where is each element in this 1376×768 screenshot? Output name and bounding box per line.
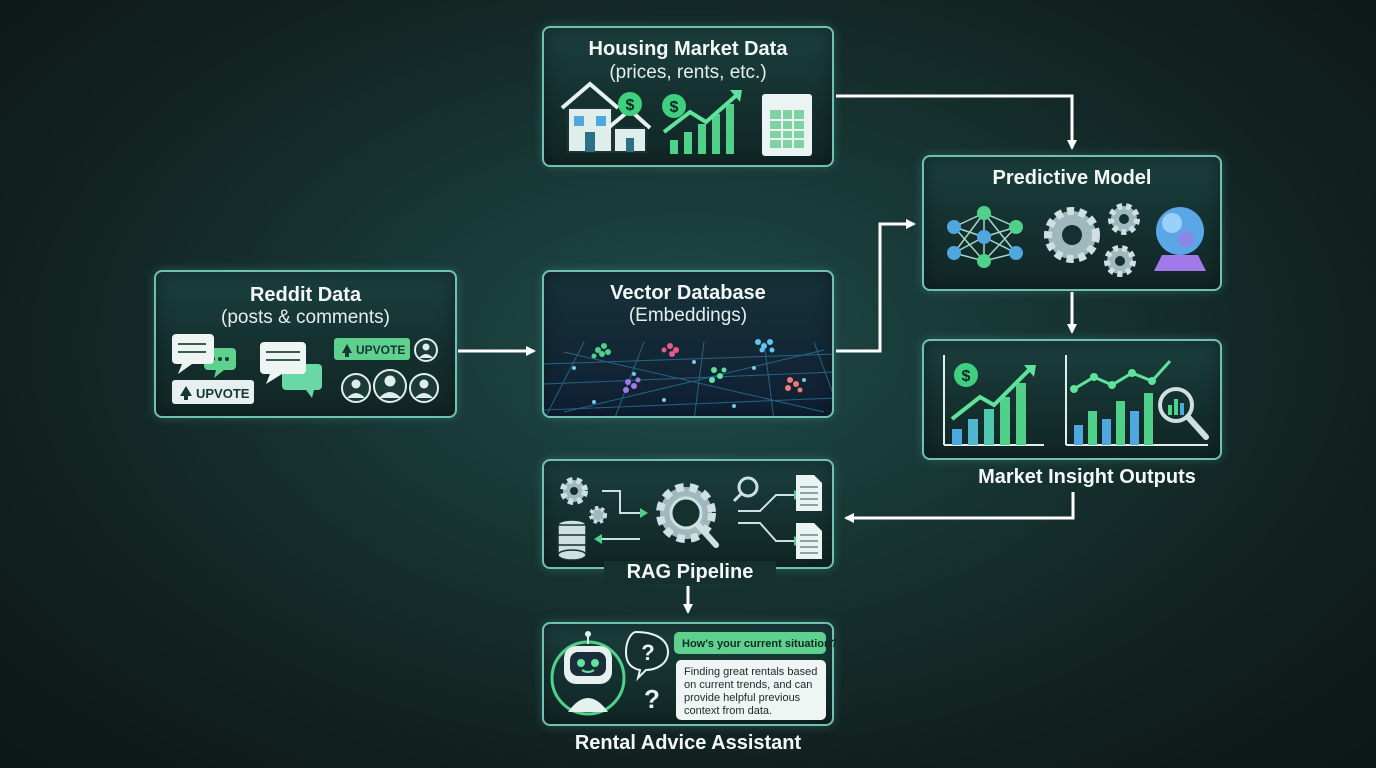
housing-icons: $ $ bbox=[560, 81, 812, 156]
spreadsheet-icon bbox=[762, 94, 812, 156]
cluster-purple bbox=[623, 377, 641, 393]
market-insights-caption: Market Insight Outputs bbox=[978, 466, 1196, 488]
predictive-title: Predictive Model bbox=[992, 167, 1152, 189]
crystal-ball-icon bbox=[1154, 207, 1206, 271]
insight-charts: $ bbox=[943, 355, 1209, 446]
cluster-mint bbox=[709, 367, 727, 383]
database-icon bbox=[557, 519, 587, 561]
vector-database-node: Vector Database (Embeddings) bbox=[542, 270, 834, 418]
predictive-model-node: Predictive Model bbox=[922, 155, 1222, 291]
housing-market-data-node: Housing Market Data (prices, rents, etc.… bbox=[542, 26, 834, 167]
market-insights-node: $ bbox=[922, 339, 1222, 460]
vector-title: Vector Database bbox=[610, 282, 766, 304]
robot-avatar-icon bbox=[550, 631, 626, 716]
assistant-answer-line-3: provide helpful previous bbox=[684, 692, 801, 704]
svg-text:$: $ bbox=[626, 97, 635, 114]
growth-chart-icon bbox=[662, 90, 742, 154]
svg-text:$: $ bbox=[962, 368, 971, 385]
assistant-visual: ? ? How's your current situation? Findin… bbox=[550, 630, 836, 720]
cluster-blue bbox=[755, 339, 775, 353]
rag-icons bbox=[557, 475, 822, 561]
svg-text:?: ? bbox=[641, 640, 654, 665]
chat-bubble-answer bbox=[676, 660, 826, 720]
arrow-housing-to-predictive bbox=[836, 94, 1077, 150]
dollar-coin-icon: $ $ bbox=[618, 92, 686, 118]
assistant-answer-line-1: Finding great rentals based bbox=[684, 666, 817, 678]
cluster-red bbox=[785, 377, 803, 393]
trend-analysis-chart-icon bbox=[1065, 355, 1208, 446]
housing-subtitle: (prices, rents, etc.) bbox=[609, 62, 767, 83]
upvote-badge-icon bbox=[172, 338, 410, 404]
housing-title: Housing Market Data bbox=[588, 38, 788, 60]
upvote-label-small: UPVOTE bbox=[356, 343, 405, 357]
assistant-answer-line-4: context from data. bbox=[684, 705, 772, 717]
gears-icon bbox=[1044, 203, 1140, 277]
reddit-subtitle: (posts & comments) bbox=[221, 307, 390, 328]
chat-bubble-question bbox=[674, 632, 826, 654]
rag-pipeline-node: RAG Pipeline bbox=[542, 459, 834, 584]
question-bubble-icon: ? ? bbox=[624, 630, 670, 714]
vector-subtitle: (Embeddings) bbox=[628, 305, 748, 326]
cluster-pink bbox=[661, 343, 679, 357]
assistant-caption: Rental Advice Assistant bbox=[574, 732, 802, 754]
chat-bubbles-icon bbox=[172, 334, 322, 398]
upvote-label: UPVOTE bbox=[196, 386, 250, 401]
reddit-icons: UPVOTE UPVOTE bbox=[172, 334, 439, 404]
predictive-icons bbox=[947, 203, 1206, 277]
rental-assistant-node: ? ? How's your current situation? Findin… bbox=[542, 622, 836, 726]
gear-small-icon bbox=[560, 477, 607, 524]
arrow-vector-to-predictive bbox=[836, 219, 916, 353]
embedding-space-visual bbox=[544, 339, 832, 416]
svg-text:$: $ bbox=[670, 99, 679, 116]
search-gear-icon bbox=[656, 483, 719, 548]
cluster-green bbox=[591, 343, 611, 359]
search-small-icon bbox=[732, 476, 759, 503]
dollar-growth-chart-icon: $ bbox=[943, 355, 1044, 446]
arrow-insights-to-rag bbox=[844, 492, 1075, 523]
assistant-answer-line-2: on current trends, and can bbox=[684, 679, 812, 691]
rag-caption: RAG Pipeline bbox=[604, 561, 776, 584]
house-icon bbox=[560, 81, 652, 153]
svg-text:?: ? bbox=[644, 684, 660, 714]
reddit-title: Reddit Data bbox=[249, 284, 362, 306]
magnifier-icon bbox=[1158, 387, 1209, 440]
reddit-data-node: Reddit Data (posts & comments) UPVOTE UP… bbox=[154, 270, 457, 418]
assistant-question: How's your current situation? bbox=[682, 638, 836, 650]
